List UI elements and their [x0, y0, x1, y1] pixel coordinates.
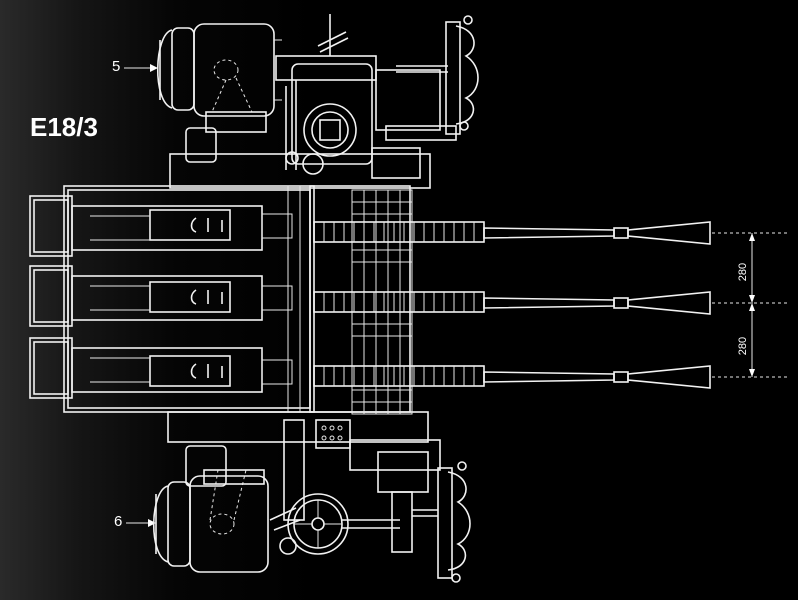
control-panel — [315, 419, 441, 471]
gun-receiver-1 — [29, 195, 293, 257]
main-frame — [63, 153, 431, 443]
lower-clamp — [377, 451, 471, 583]
dimension-lines — [712, 232, 790, 378]
callout-label-lower-motor: 6 — [114, 513, 123, 530]
lower-motor — [153, 445, 269, 573]
drawing-title: E18/3 — [30, 112, 98, 142]
gun-barrel-2 — [313, 291, 711, 315]
callout-arrow-lower — [126, 519, 156, 527]
callout-arrow-upper — [124, 64, 158, 72]
lower-handwheel — [269, 419, 400, 555]
cooling-grid — [351, 189, 413, 415]
gun-barrel-1 — [313, 221, 711, 245]
upper-clamp — [385, 15, 479, 141]
gun-barrel-3 — [313, 365, 711, 389]
gun-receiver-3 — [29, 337, 293, 399]
callout-label-upper-motor: 5 — [112, 58, 121, 75]
upper-motor — [157, 23, 282, 163]
upper-gearbox — [275, 14, 441, 179]
gun-receiver-2 — [29, 265, 293, 327]
